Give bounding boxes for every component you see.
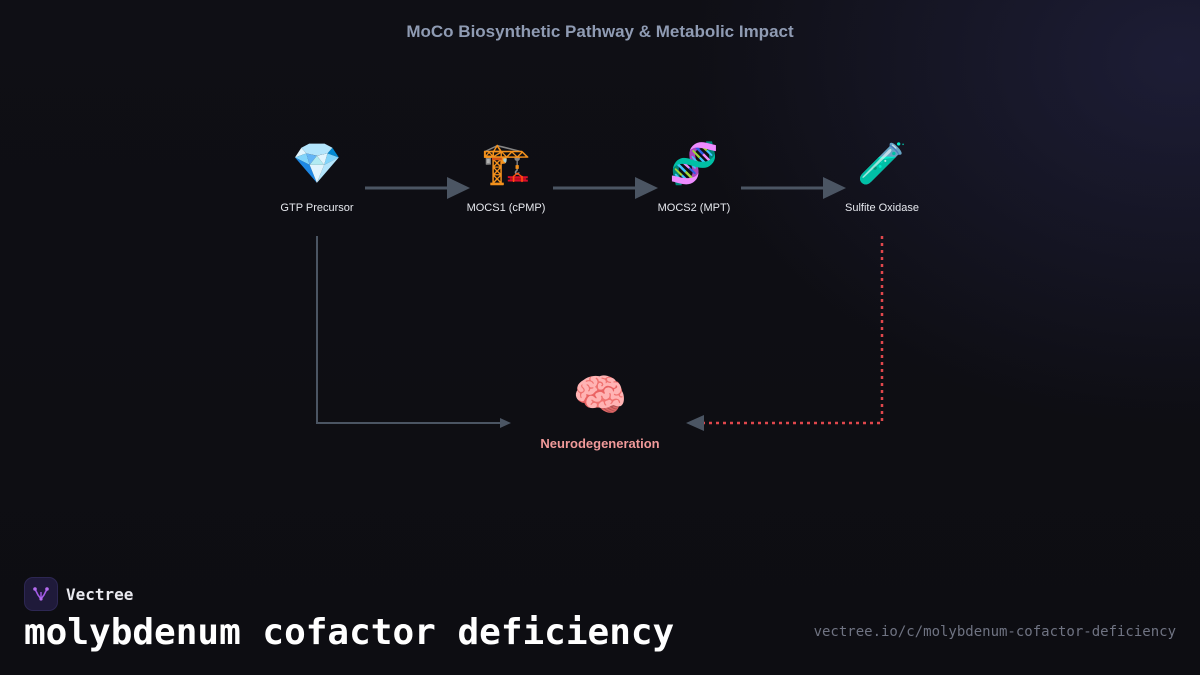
arrowhead-icon <box>823 177 846 199</box>
edge-n3-n4 <box>741 177 846 199</box>
brand-name: Vectree <box>66 584 134 604</box>
construction-crane-icon: 🏗️ <box>481 141 531 187</box>
page-heading: molybdenum cofactor deficiency <box>24 612 675 653</box>
arrowhead-icon <box>447 177 470 199</box>
node-gtp-precursor: 💎 GTP Precursor <box>237 140 397 214</box>
diagram-title: MoCo Biosynthetic Pathway & Metabolic Im… <box>406 22 794 41</box>
brand[interactable]: Vectree <box>24 577 133 611</box>
node-label: MOCS2 (MPT) <box>657 202 731 214</box>
node-mocs1: 🏗️ MOCS1 (cPMP) <box>426 140 586 214</box>
edge-n2-n3 <box>553 177 658 199</box>
node-label: Neurodegeneration <box>540 436 660 451</box>
node-label: Sulfite Oxidase <box>845 202 919 214</box>
edge-n1-n5 <box>316 236 511 428</box>
page-url-link[interactable]: vectree.io/c/molybdenum-cofactor-deficie… <box>813 624 1176 640</box>
node-neurodegeneration: 🧠 Neurodegeneration <box>520 370 680 452</box>
edge-n4-n5 <box>686 236 884 431</box>
arrowhead-icon <box>686 415 704 431</box>
dna-icon: 🧬 <box>669 141 719 187</box>
node-sulfite-oxidase: 🧪 Sulfite Oxidase <box>802 140 962 214</box>
arrowhead-icon <box>635 177 658 199</box>
node-label: MOCS1 (cPMP) <box>466 202 546 214</box>
test-tube-icon: 🧪 <box>857 141 907 187</box>
vectree-logo-icon <box>24 577 58 611</box>
node-label: GTP Precursor <box>280 202 354 214</box>
gem-icon: 💎 <box>292 141 342 187</box>
edge-n1-n2 <box>365 177 470 199</box>
brain-icon: 🧠 <box>572 370 628 421</box>
node-mocs2: 🧬 MOCS2 (MPT) <box>614 140 774 214</box>
arrowhead-icon <box>500 418 511 428</box>
